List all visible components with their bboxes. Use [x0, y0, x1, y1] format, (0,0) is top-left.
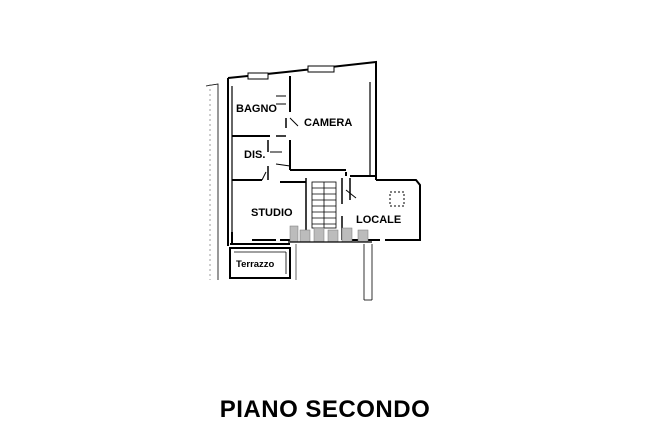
stairs [311, 181, 337, 229]
room-label-studio: STUDIO [251, 207, 293, 219]
door-marks [261, 95, 357, 199]
bottom-wall-edge [252, 239, 372, 243]
interior-walls [231, 76, 376, 244]
context-lines [205, 83, 373, 301]
room-label-terrazzo: Terrazzo [236, 259, 275, 270]
room-label-camera: CAMERA [304, 117, 352, 129]
floor-title: PIANO SECONDO [219, 396, 431, 423]
terrazzo-outline [229, 247, 291, 279]
skylight-marker [389, 191, 405, 207]
windows-top [247, 65, 335, 80]
room-label-dis: DIS. [244, 149, 265, 161]
room-label-locale: LOCALE [356, 214, 401, 226]
room-label-bagno: BAGNO [236, 103, 277, 115]
